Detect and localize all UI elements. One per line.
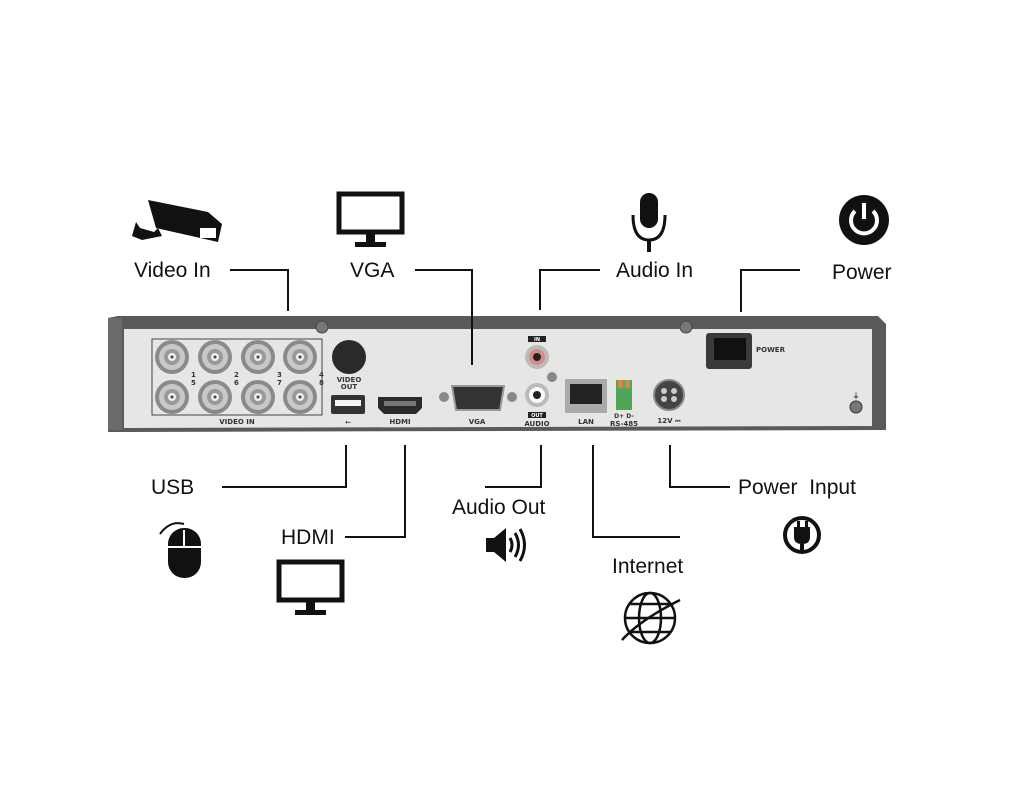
monitor-icon [336,191,405,247]
panel-video-in-label: VIDEO IN [219,418,255,426]
bnc-video-input-7 [241,380,275,414]
bnc-video-input-1 [155,340,189,374]
ground-icon: ⏚ [853,392,860,400]
panel-audio-in-label: IN [534,337,540,343]
globe-icon [621,591,681,645]
panel-lan-label: LAN [578,418,594,426]
channel-number-label: 1 [191,371,196,379]
panel-rs485-label: RS-485 [610,420,638,428]
panel-12v-label: 12V ⎓ [657,417,681,425]
bnc-video-input-3 [241,340,275,374]
bnc-video-input-2 [198,340,232,374]
vga-port [450,385,506,411]
label-hdmi: HDMI [281,526,335,549]
label-video-in: Video In [134,259,211,282]
plug-icon [783,516,821,554]
cctv-camera-icon [132,200,222,242]
panel-rs485-pins: D+ D- [614,413,634,420]
channel-number-label: 5 [191,379,196,387]
label-audio-out: Audio Out [452,496,546,519]
power-icon [839,195,889,245]
panel-audio-label: AUDIO [524,420,549,428]
leader-lines [222,269,800,538]
audio-in-port [533,353,541,361]
label-vga: VGA [350,259,394,282]
panel-video-out-label-2: OUT [341,383,358,391]
channel-number-label: 4 [319,371,324,379]
bnc-video-input-6 [198,380,232,414]
microphone-icon [631,193,667,252]
panel-audio-out-label: OUT [531,413,543,419]
channel-number-label: 8 [319,379,324,387]
channel-number-label: 7 [277,379,282,387]
video-in-group [151,338,323,416]
bnc-video-input-8 [283,380,317,414]
label-power: Power [832,261,892,284]
monitor-icon [276,559,345,615]
panel-video-out-label: VIDEO [337,376,362,384]
label-audio-in: Audio In [616,259,693,282]
dc-power-port [653,379,685,411]
bnc-video-input-4 [283,340,317,374]
audio-out-port [533,391,541,399]
mouse-icon [159,522,201,578]
label-power-input: Power Input [738,476,856,499]
panel-vga-label: VGA [469,418,486,426]
label-internet: Internet [612,555,683,578]
speaker-icon [486,528,526,562]
label-usb: USB [151,476,194,499]
dvr-back-panel: 15 26 37 48 VIDEO IN VIDEO OUT ⭠ HDMI VGA I… [108,316,886,432]
bnc-video-input-5 [155,380,189,414]
video-out-port [332,340,366,374]
channel-number-label: 2 [234,371,239,379]
channel-number-label: 6 [234,379,239,387]
channel-number-label: 3 [277,371,282,379]
panel-power-label: POWER [756,346,786,354]
ground-screw [849,400,863,414]
usb-symbol-icon: ⭠ [345,418,351,426]
panel-hdmi-label: HDMI [389,418,410,426]
